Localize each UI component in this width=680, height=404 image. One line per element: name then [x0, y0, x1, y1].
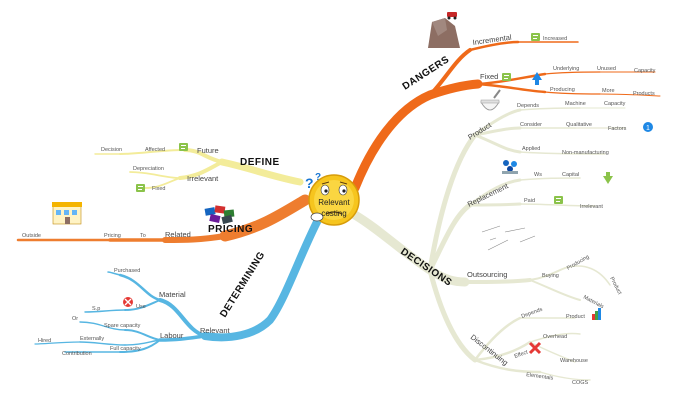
node-materials: Materials [582, 294, 605, 310]
mortar-icon [480, 89, 501, 111]
svg-text:1: 1 [646, 125, 650, 132]
define-label: DEFINE [240, 157, 280, 168]
node-capacity-decisions: Capacity [604, 101, 626, 107]
node-machine: Machine [565, 101, 586, 107]
node-depends: Depends [517, 103, 539, 109]
node-to: To [140, 233, 146, 239]
node-consider: Consider [520, 122, 542, 128]
node-capacity-dangers: Capacity [634, 68, 656, 74]
node-purchased: Purchased [114, 268, 140, 274]
node-warehouse: Warehouse [560, 358, 588, 364]
node-applied: Applied [522, 146, 540, 152]
node-material: Material [159, 290, 186, 299]
node-products: Products [633, 91, 655, 97]
note-icon [531, 33, 540, 41]
cross-icon [528, 341, 542, 355]
up-arrow-icon [532, 72, 542, 85]
node-unused: Unused [597, 66, 616, 72]
note-icon [179, 143, 188, 151]
note-icon [136, 184, 145, 192]
node-sp: S.p [92, 306, 100, 312]
shop-image [52, 202, 82, 225]
node-depreciation: Depreciation [133, 166, 164, 172]
tools-sketch [481, 225, 536, 251]
node-hired: Hired [38, 338, 51, 344]
node-elementals: Elementals [526, 372, 554, 382]
node-outside: Outside [22, 233, 41, 239]
node-underlying: Underlying [553, 66, 579, 72]
note-icon [502, 73, 511, 81]
pricing-label: PRICING [208, 224, 253, 235]
node-cogs: COGS [572, 380, 589, 386]
factors-number-badge: 1 [643, 122, 653, 132]
price-tags-image [204, 205, 235, 225]
node-paid: Paid [524, 198, 535, 204]
center-title-line1: Relevant [318, 198, 350, 207]
node-product-side: Product [608, 276, 622, 296]
node-affected: Affected [145, 147, 165, 153]
node-use: Use [136, 304, 146, 310]
node-increased: Increased [543, 36, 567, 42]
node-relevant: Relevant [200, 326, 231, 335]
node-producing-dangers: Producing [550, 87, 575, 93]
center-title-line2: costing [321, 209, 346, 218]
node-factors: Factors [608, 126, 627, 132]
node-effect: Effect [514, 349, 530, 360]
cliff-image [428, 12, 460, 48]
node-non-manufacturing: Non-manufacturing [562, 150, 609, 156]
node-spare-capacity: Spare capacity [104, 323, 141, 329]
node-externally: Externally [80, 336, 104, 342]
node-outsourcing: Outsourcing [467, 270, 507, 279]
decisions-label: DECISIONS [398, 246, 453, 288]
node-irrelevant: Irrelevant [187, 174, 219, 183]
question-mark-small-icon: ? [315, 172, 321, 183]
node-irrelevant-decisions: Irrelevant [580, 204, 603, 210]
node-capital: Capital [562, 172, 579, 178]
define-branch [94, 148, 304, 189]
dangers-branch [350, 40, 661, 193]
center-image: ? ? [305, 172, 360, 226]
node-future: Future [197, 146, 219, 155]
node-fixed-define: Fixed [152, 186, 165, 192]
node-labour: Labour [160, 331, 184, 340]
node-buying: Buying [542, 273, 559, 279]
node-more: More [602, 88, 615, 94]
node-pricing: Pricing [104, 233, 121, 239]
note-icon [554, 196, 563, 204]
node-full-capacity: Full capacity [110, 346, 141, 352]
bar-chart-icon [592, 308, 601, 320]
node-product-discontinuing: Product [566, 314, 585, 320]
node-related: Related [165, 230, 191, 239]
cross-icon [123, 297, 133, 307]
node-qualitative: Qualitative [566, 122, 592, 128]
node-decision: Decision [101, 147, 122, 153]
node-fixed-dangers: Fixed [480, 72, 498, 81]
node-ws: Ws [534, 172, 542, 178]
pricing-branch [16, 194, 311, 243]
decisions-branch [350, 107, 626, 381]
people-icon [502, 160, 518, 174]
node-or: Or [72, 316, 78, 322]
node-contribution: Contribution [62, 351, 92, 357]
down-arrow-icon [603, 172, 613, 184]
question-mark-icon: ? [305, 175, 314, 191]
determining-branch [34, 216, 322, 353]
node-producing-decisions: Producing [566, 254, 590, 272]
determining-label: DETERMINING [218, 250, 267, 320]
node-overhead: Overhead [543, 334, 567, 340]
